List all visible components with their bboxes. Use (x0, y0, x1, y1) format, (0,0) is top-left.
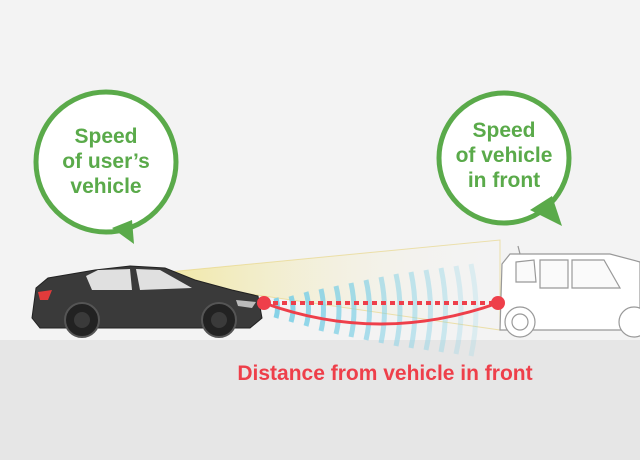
front-speed-line-1: Speed (472, 119, 536, 142)
front-speed-bubble (436, 90, 572, 226)
user-speed-line-1: Speed (74, 125, 138, 148)
distance-indicator (257, 296, 505, 326)
user-speed-label: Speed of user’s vehicle (46, 124, 166, 199)
user-speed-line-3: vehicle (70, 175, 142, 198)
user-speed-bubble (33, 89, 179, 244)
front-speed-line-2: of vehicle (455, 144, 553, 167)
user-car (31, 265, 263, 338)
user-speed-line-2: of user’s (62, 150, 150, 173)
front-car (499, 245, 640, 338)
road (0, 340, 640, 460)
distance-label: Distance from vehicle in front (237, 362, 533, 385)
front-speed-label: Speed of vehicle in front (444, 118, 564, 193)
front-speed-line-3: in front (467, 169, 541, 192)
